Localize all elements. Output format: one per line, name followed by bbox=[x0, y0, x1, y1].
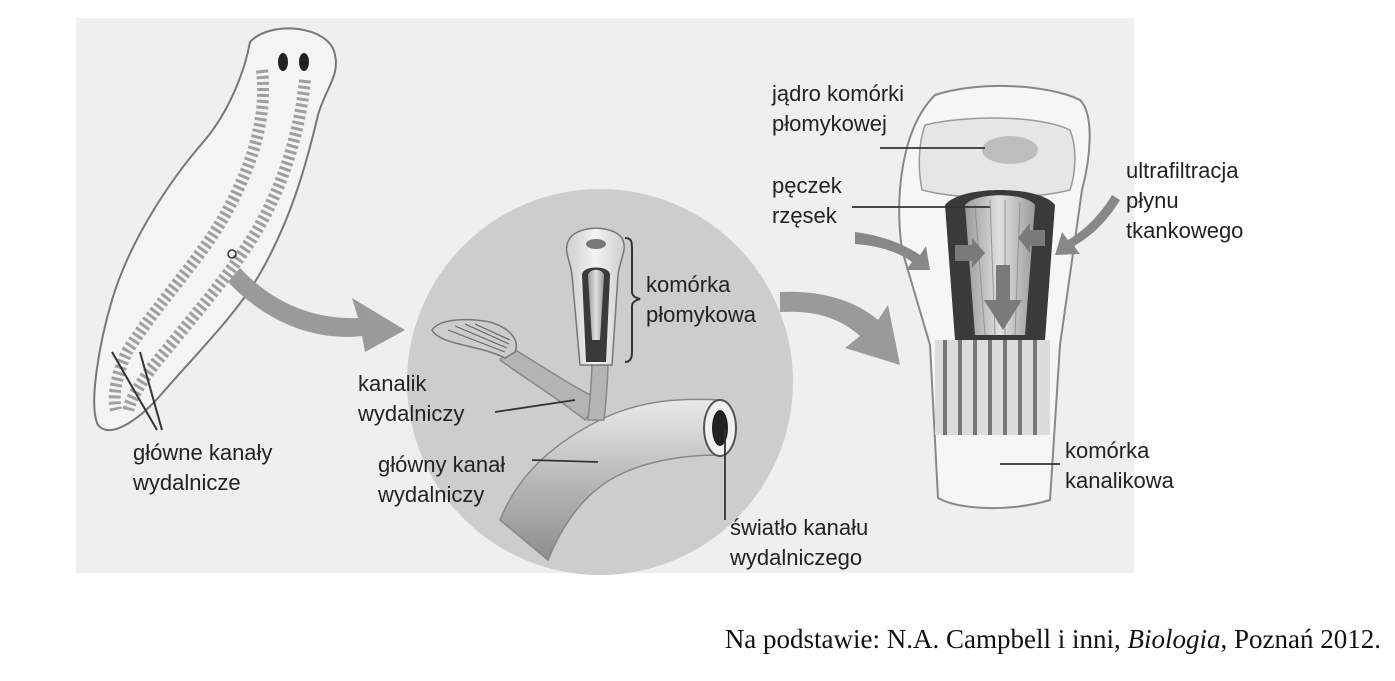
flame-cell-detail bbox=[898, 84, 1091, 510]
nucleus bbox=[982, 136, 1038, 164]
ultrafiltration-arrow-left bbox=[855, 232, 930, 270]
zoom-arrow-2 bbox=[780, 291, 900, 365]
caption-prefix: Na podstawie: N.A. Campbell i inni, bbox=[724, 624, 1128, 654]
caption-book-title: Biologia bbox=[1127, 624, 1221, 654]
label-main-excretory-canals: główne kanały wydalnicze bbox=[132, 440, 279, 495]
label-flame-cell: komórka płomykowa bbox=[646, 272, 757, 327]
label-tubule-cell: komórka kanalikowa bbox=[1065, 438, 1175, 493]
label-cilia-bundle: pęczek rzęsek bbox=[772, 173, 848, 228]
label-excretory-tubule: kanalik wydalniczy bbox=[357, 371, 464, 426]
source-caption: Na podstawie: N.A. Campbell i inni, Biol… bbox=[725, 624, 1381, 655]
label-main-excretory-canal: główny kanał wydalniczy bbox=[377, 452, 511, 507]
label-ultrafiltration: ultrafiltracja płynu tkankowego bbox=[1126, 158, 1245, 243]
label-flame-cell-nucleus: jądro komórki płomykowej bbox=[771, 81, 910, 136]
zoom-arrow-1 bbox=[228, 268, 405, 352]
label-canal-lumen: światło kanału wydalniczego bbox=[729, 515, 874, 570]
caption-suffix: , Poznań 2012. bbox=[1220, 624, 1381, 654]
ultrafiltration-arrow-right bbox=[1055, 195, 1120, 255]
